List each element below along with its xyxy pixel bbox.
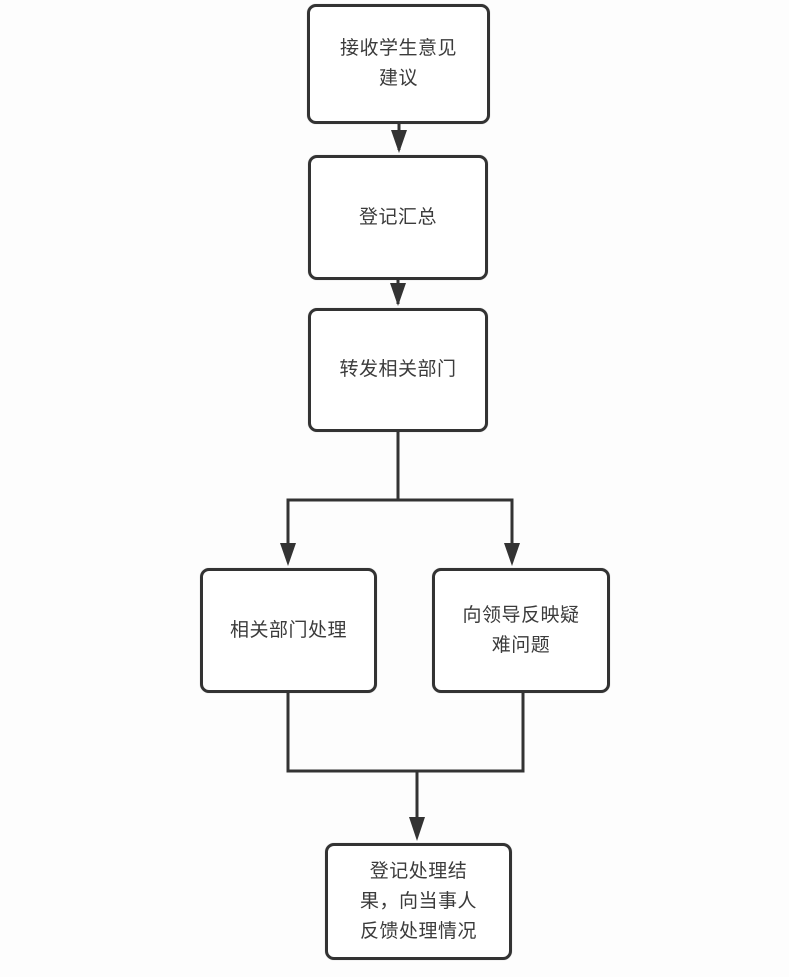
edge-receive-to-register (391, 124, 407, 153)
flow-node-register-summarize: 登记汇总 (308, 155, 488, 280)
flow-node-label: 登记汇总 (358, 206, 437, 228)
edge-merge-to-feedback (286, 693, 525, 841)
arrowhead-down-icon (504, 543, 520, 566)
flow-node-forward-departments: 转发相关部门 (308, 308, 488, 432)
flow-node-label: 接收学生意见 建议 (339, 38, 457, 89)
edge-forward-split (280, 432, 520, 566)
flow-node-receive-suggestions: 接收学生意见 建议 (307, 4, 490, 124)
arrowhead-down-icon (391, 130, 407, 153)
arrowhead-down-icon (390, 283, 406, 306)
edge-merge-branch (286, 693, 525, 773)
flow-node-label: 登记处理结 果，向当事人 反馈处理情况 (359, 860, 477, 942)
edge-split-branch (286, 498, 514, 546)
flow-node-report-to-leaders: 向领导反映疑 难问题 (432, 568, 610, 693)
flow-node-department-handle: 相关部门处理 (200, 568, 377, 693)
arrowhead-down-icon (280, 543, 296, 566)
flow-node-label: 向领导反映疑 难问题 (462, 604, 580, 656)
arrowhead-down-icon (409, 817, 425, 841)
flow-node-label: 转发相关部门 (339, 359, 457, 380)
flow-node-label: 相关部门处理 (229, 619, 347, 641)
edge-register-to-forward (390, 280, 406, 306)
flow-node-feedback-result: 登记处理结 果，向当事人 反馈处理情况 (325, 843, 512, 960)
